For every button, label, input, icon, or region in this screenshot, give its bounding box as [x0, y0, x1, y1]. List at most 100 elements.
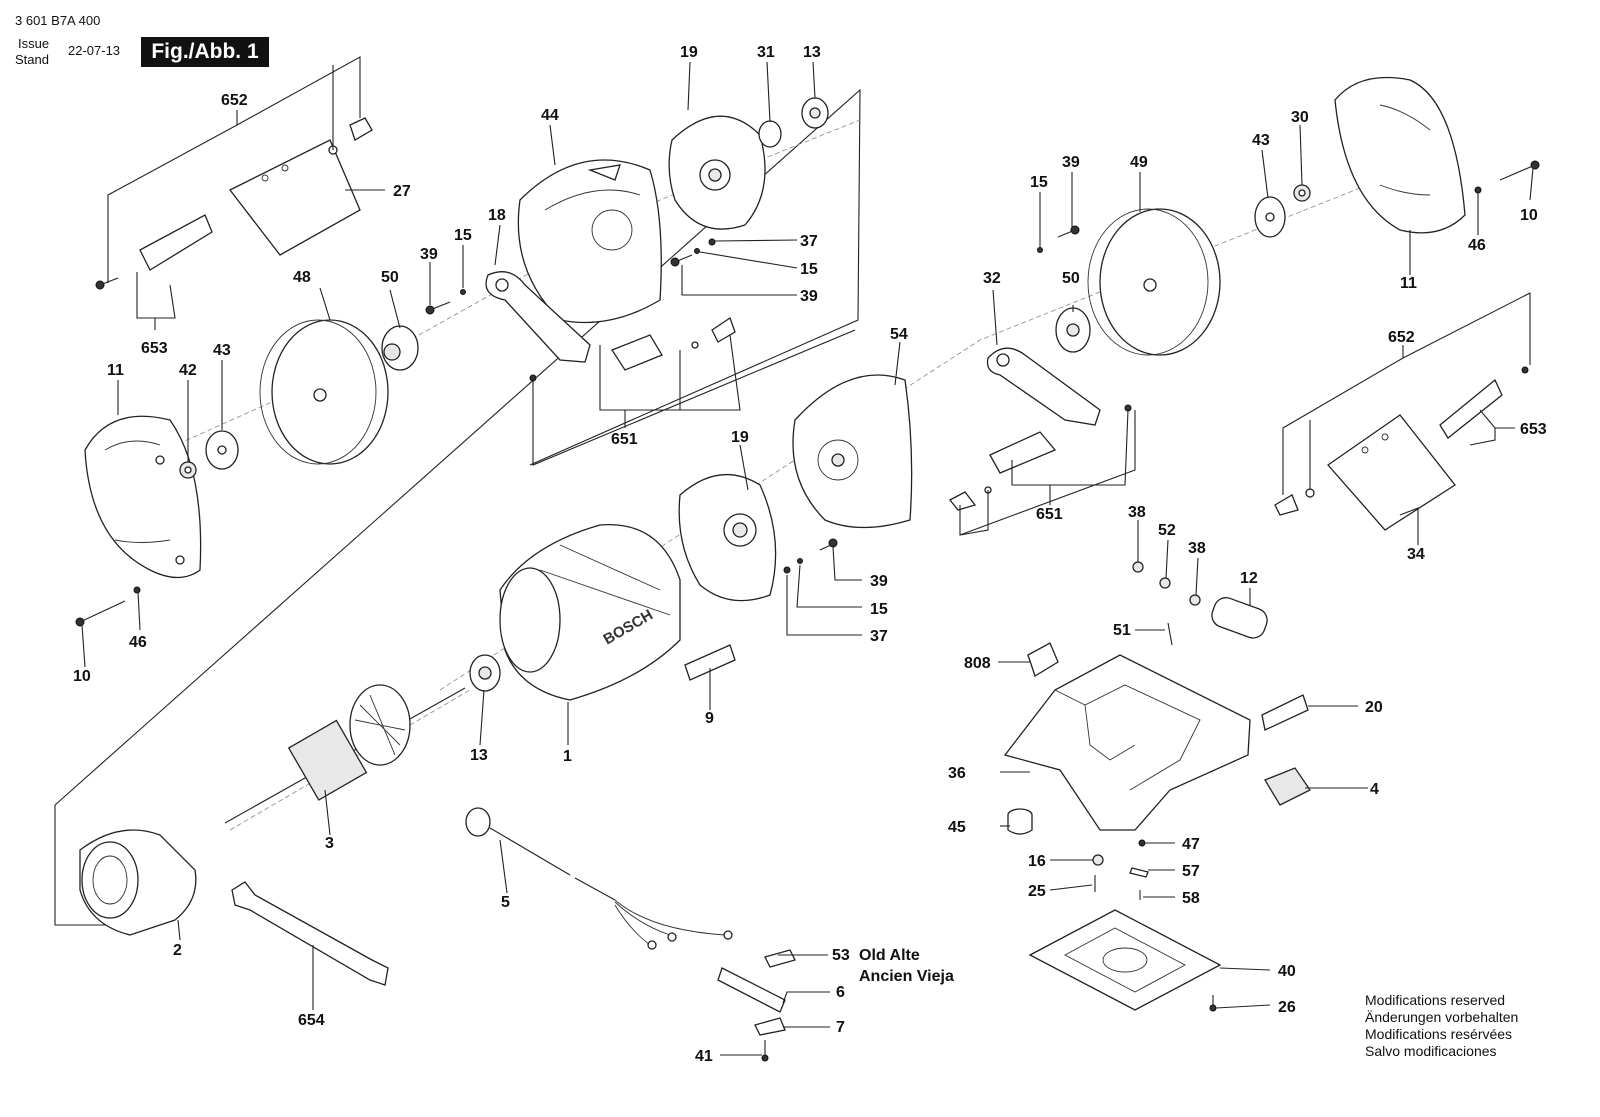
guard-cover-54 — [792, 374, 913, 529]
figure-label: Fig./Abb. 1 — [141, 37, 269, 67]
flange-43-right — [1254, 196, 1286, 238]
part-label: 46 — [129, 634, 147, 651]
part-label: 19 — [731, 429, 749, 446]
part-label: 51 — [1113, 622, 1131, 639]
flange-50-right — [1055, 307, 1091, 353]
modifications-de: Änderungen vorbehalten — [1365, 1009, 1519, 1025]
clip-651-right — [949, 431, 1057, 511]
guard-cover-44 — [517, 159, 662, 324]
part-label: 13 — [470, 747, 488, 764]
part-label: 58 — [1182, 890, 1200, 907]
part-number-labels: 652 27 44 19 31 13 39 15 49 43 30 10 18 … — [73, 44, 1547, 1065]
part-label: 15 — [870, 601, 888, 618]
document-number: 3 601 B7A 400 — [15, 13, 101, 28]
capacitor-12 — [1132, 561, 1268, 646]
part-label: 19 — [680, 44, 698, 61]
part-label: 651 — [611, 431, 638, 448]
part-label: 50 — [381, 269, 399, 286]
part-label: 43 — [213, 342, 231, 359]
leader-lines — [81, 56, 1534, 1056]
part-label: 57 — [1182, 863, 1200, 880]
old-note-line2: Ancien Vieja — [859, 968, 954, 985]
part-label: 50 — [1062, 270, 1080, 287]
part-label: 49 — [1130, 154, 1148, 171]
part-label: 808 — [964, 655, 991, 672]
part-label: 40 — [1278, 963, 1296, 980]
part-label: 15 — [1030, 174, 1048, 191]
bracket-32 — [986, 347, 1101, 426]
switch-4 — [1264, 767, 1311, 806]
plate-27 — [229, 139, 361, 256]
small-parts-lower — [1092, 839, 1149, 900]
end-cap-2 — [79, 829, 197, 936]
wheel-guard-left — [84, 415, 202, 579]
issue-label: Issue — [18, 36, 50, 51]
clip-653-left — [139, 117, 373, 271]
part-label: 39 — [800, 288, 818, 305]
part-label: 9 — [705, 710, 714, 727]
part-label: 48 — [293, 269, 311, 286]
label-20 — [1261, 694, 1309, 731]
rotor-3 — [224, 684, 466, 824]
part-label: 37 — [800, 233, 818, 250]
part-label: 27 — [393, 183, 411, 200]
strain-relief-6 — [717, 949, 796, 1062]
part-label: 37 — [870, 628, 888, 645]
modifications-es: Salvo modificaciones — [1365, 1043, 1497, 1059]
part-label: 42 — [179, 362, 197, 379]
part-label: 13 — [803, 44, 821, 61]
clip-651-top — [611, 316, 736, 371]
part-label: 45 — [948, 819, 966, 836]
modifications-fr: Modifications resérvées — [1365, 1026, 1513, 1042]
base-plate-40 — [1028, 909, 1222, 1012]
part-label: 2 — [173, 942, 182, 959]
part-label: 38 — [1188, 540, 1206, 557]
grinding-wheel-49 — [1087, 208, 1221, 356]
part-label: 10 — [1520, 207, 1538, 224]
part-label: 46 — [1468, 237, 1486, 254]
motor-housing-1: BOSCH — [499, 523, 681, 701]
label-9 — [684, 644, 736, 681]
part-label: 26 — [1278, 999, 1296, 1016]
part-label: 653 — [141, 340, 168, 357]
plate-34 — [1327, 414, 1456, 531]
screw-set — [75, 160, 1540, 627]
part-label: 44 — [541, 107, 559, 124]
part-label: 15 — [454, 227, 472, 244]
part-label: 652 — [221, 92, 248, 109]
stand-label: Stand — [15, 52, 49, 67]
part-label: 20 — [1365, 699, 1383, 716]
part-label: 41 — [695, 1048, 713, 1065]
issue-date: 22-07-13 — [68, 43, 121, 58]
part-label: 32 — [983, 270, 1001, 287]
part-label: 4 — [1370, 781, 1379, 798]
part-label: 652 — [1388, 329, 1415, 346]
label-808 — [1027, 642, 1059, 677]
grinding-wheel-48 — [259, 319, 389, 465]
part-label: 36 — [948, 765, 966, 782]
end-shield-19-mid — [678, 473, 777, 602]
part-label: 47 — [1182, 836, 1200, 853]
part-label: 18 — [488, 207, 506, 224]
part-label: 53 — [832, 947, 850, 964]
part-label: 43 — [1252, 132, 1270, 149]
foot-45 — [1007, 808, 1033, 835]
power-cord-5 — [465, 807, 733, 950]
part-label: 54 — [890, 326, 908, 343]
bearing-13-mid — [469, 654, 501, 692]
bracket-18 — [485, 271, 591, 363]
bearing-13-top — [801, 97, 829, 129]
part-label: 12 — [1240, 570, 1258, 587]
part-label: 653 — [1520, 421, 1547, 438]
modifications-en: Modifications reserved — [1365, 992, 1506, 1008]
wheel-guard-right — [1334, 76, 1466, 234]
part-label: 39 — [1062, 154, 1080, 171]
part-label: 31 — [757, 44, 775, 61]
part-label: 25 — [1028, 883, 1046, 900]
flange-43-left — [205, 430, 239, 470]
end-shield-19-top — [668, 115, 766, 230]
part-label: 5 — [501, 894, 510, 911]
part-label: 52 — [1158, 522, 1176, 539]
part-label: 654 — [298, 1012, 325, 1029]
